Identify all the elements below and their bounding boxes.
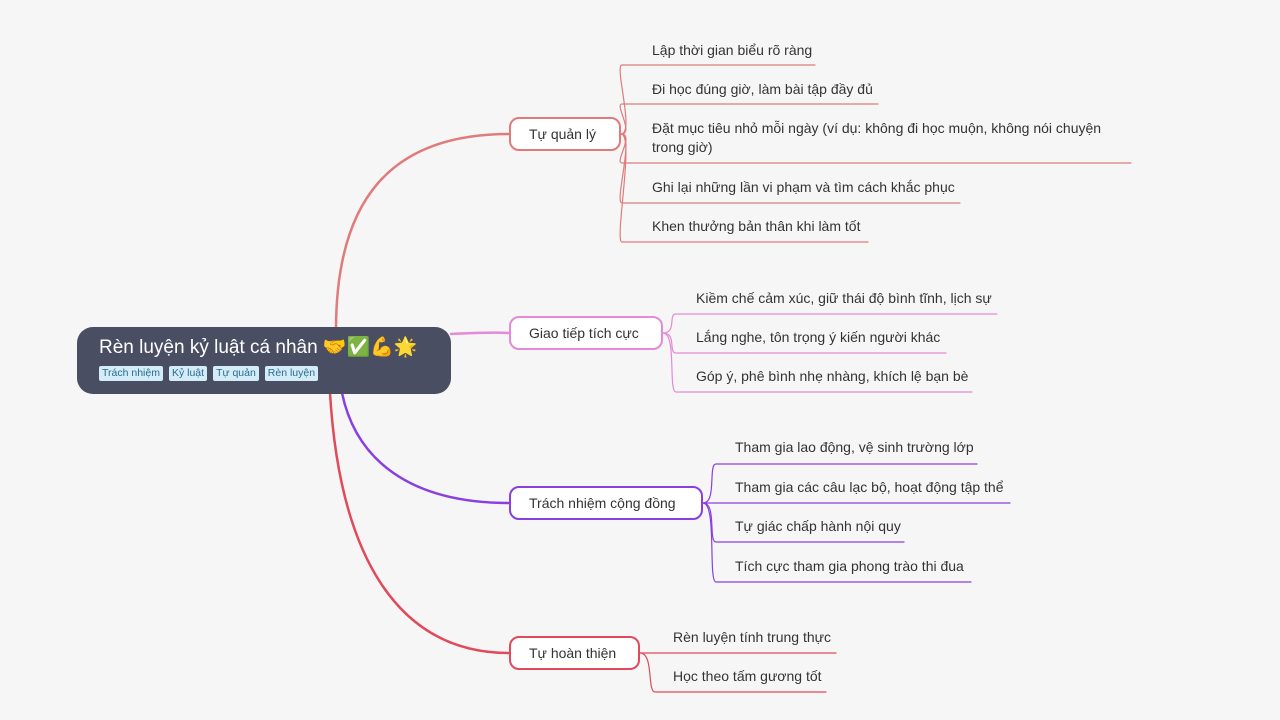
tag-ren-luyen[interactable]: Rèn luyện bbox=[264, 366, 319, 381]
branch-tu-quan-ly[interactable]: Tự quản lý bbox=[509, 117, 621, 151]
leaf-trung-thuc[interactable]: Rèn luyện tính trung thực bbox=[673, 629, 832, 645]
leaf-noi-quy[interactable]: Tự giác chấp hành nội quy bbox=[735, 518, 901, 534]
leaf-lap-thoi-gian-bieu[interactable]: Lập thời gian biểu rõ ràng bbox=[652, 42, 813, 58]
leaf-gop-y[interactable]: Góp ý, phê bình nhẹ nhàng, khích lệ bạn … bbox=[696, 368, 969, 384]
root-topic[interactable]: Rèn luyện kỷ luật cá nhân 🤝✅💪🌟 Trách nhi… bbox=[77, 327, 451, 394]
connector-branch-2-leaf-3 bbox=[702, 502, 972, 583]
leaf-lao-dong-ve-sinh[interactable]: Tham gia lao động, vệ sinh trường lớp bbox=[735, 439, 974, 455]
tag-trach-nhiem[interactable]: Trách nhiệm bbox=[99, 366, 163, 381]
connector-root-branch-3 bbox=[328, 391, 511, 655]
leaf-dat-muc-tieu[interactable]: Đặt mục tiêu nhỏ mỗi ngày (ví dụ: không … bbox=[652, 120, 1102, 155]
leaf-ghi-lai-vi-pham[interactable]: Ghi lại những lần vi phạm và tìm cách kh… bbox=[652, 179, 955, 195]
connector-branch-1-leaf-0 bbox=[662, 313, 998, 334]
leaf-di-hoc-dung-gio[interactable]: Đi học đúng giờ, làm bài tập đầy đủ bbox=[652, 81, 873, 97]
leaf-khen-thuong[interactable]: Khen thưởng bản thân khi làm tốt bbox=[652, 218, 861, 234]
connector-branch-0-leaf-1 bbox=[619, 103, 879, 135]
branch-tu-hoan-thien[interactable]: Tự hoàn thiện bbox=[509, 636, 640, 670]
connector-branch-1-leaf-2 bbox=[662, 332, 973, 393]
connector-branch-2-leaf-0 bbox=[702, 463, 978, 504]
root-title: Rèn luyện kỷ luật cá nhân 🤝✅💪🌟 bbox=[99, 337, 418, 358]
tag-tu-quan[interactable]: Tự quản bbox=[213, 366, 259, 381]
connector-branch-0-leaf-0 bbox=[619, 64, 816, 135]
connector-branch-1-leaf-1 bbox=[662, 332, 947, 354]
connector-branch-0-leaf-4 bbox=[619, 133, 869, 243]
connector-branch-3-leaf-1 bbox=[639, 652, 827, 693]
branch-giao-tiep-tich-cuc[interactable]: Giao tiếp tích cực bbox=[509, 316, 663, 350]
leaf-thi-dua[interactable]: Tích cực tham gia phong trào thi đua bbox=[735, 558, 964, 574]
tag-ky-luat[interactable]: Kỷ luật bbox=[168, 366, 208, 381]
leaf-cau-lac-bo[interactable]: Tham gia các câu lạc bộ, hoạt động tập t… bbox=[735, 479, 1004, 495]
connector-root-branch-0 bbox=[334, 132, 511, 332]
leaf-tam-guong[interactable]: Học theo tấm gương tốt bbox=[673, 668, 822, 684]
connector-root-branch-2 bbox=[340, 391, 511, 505]
root-tags: Trách nhiệm Kỷ luật Tự quản Rèn luyện bbox=[99, 366, 451, 381]
branch-trach-nhiem-cong-dong[interactable]: Trách nhiệm cộng đồng bbox=[509, 486, 703, 520]
connector-root-branch-1 bbox=[449, 331, 511, 336]
leaf-lang-nghe[interactable]: Lắng nghe, tôn trọng ý kiến người khác bbox=[696, 329, 941, 345]
leaf-kiem-che-cam-xuc[interactable]: Kiềm chế cảm xúc, giữ thái độ bình tĩnh,… bbox=[696, 290, 992, 306]
